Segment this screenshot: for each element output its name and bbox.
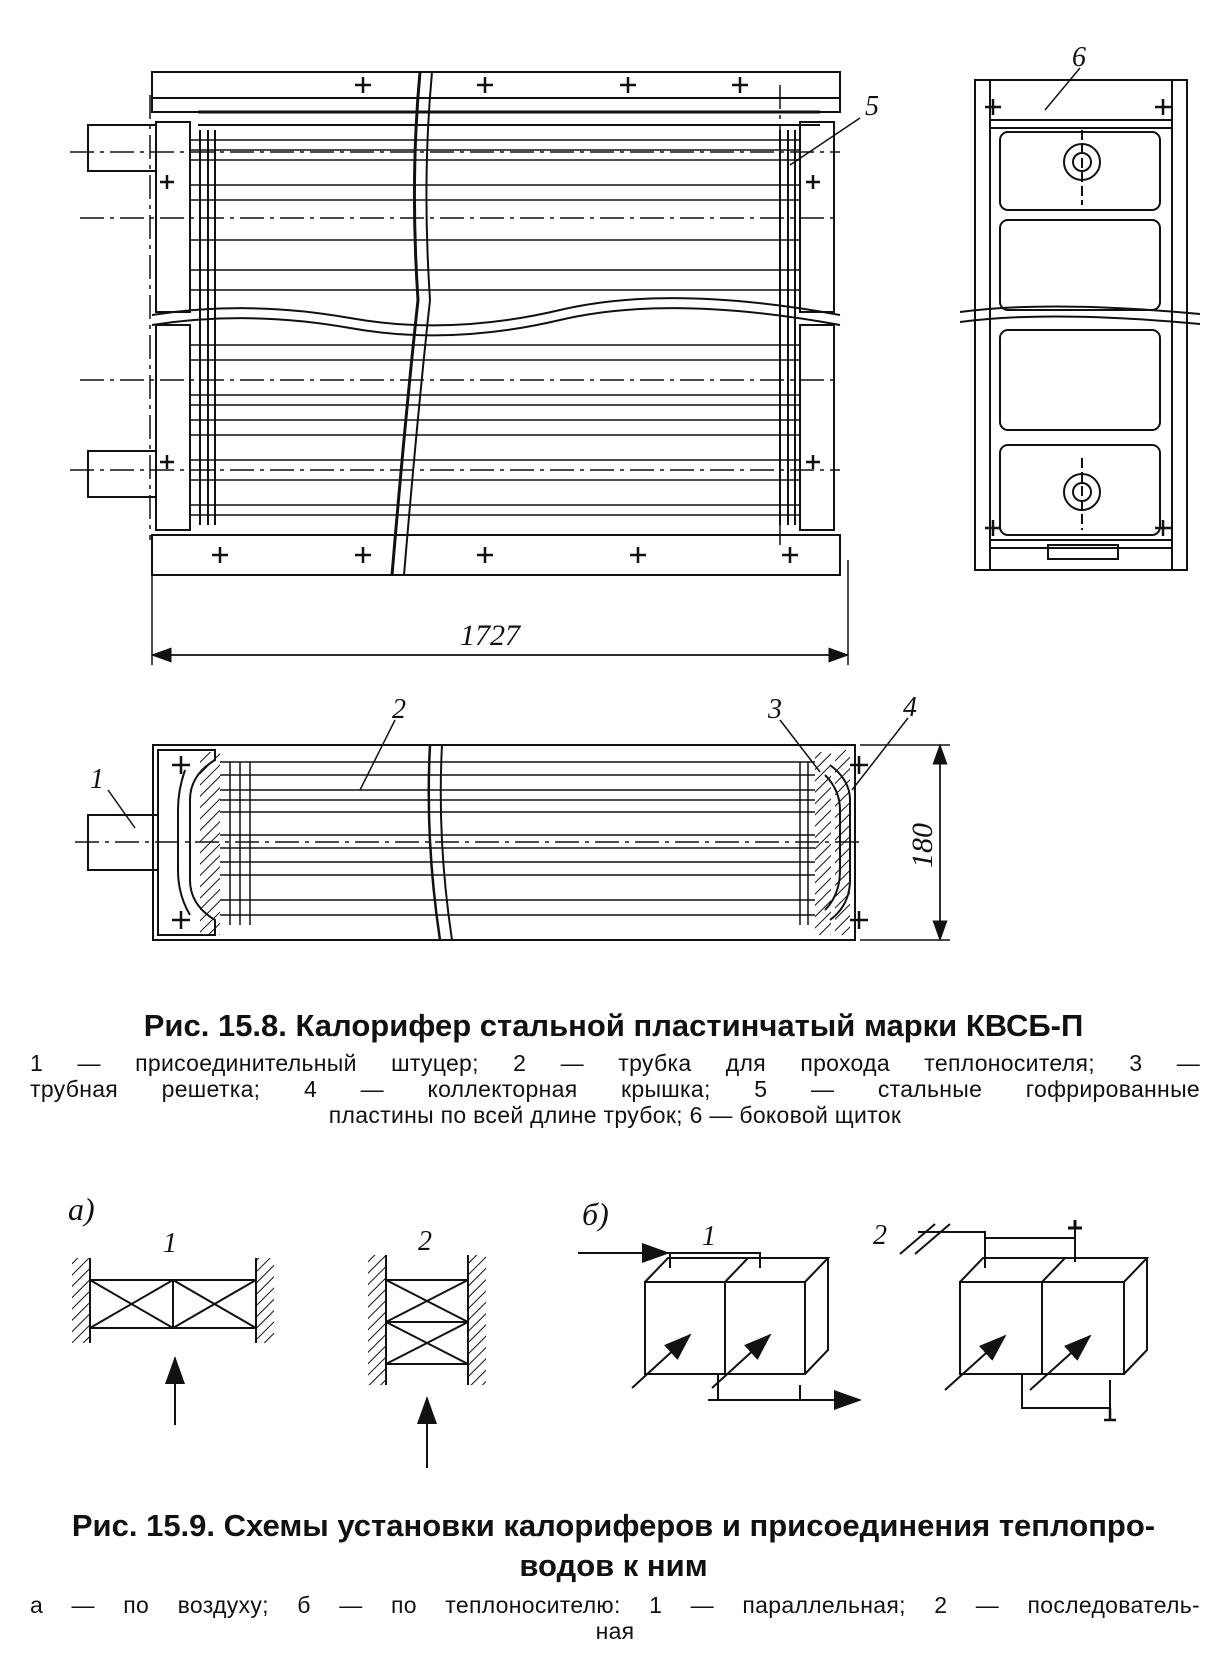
figure-15-9-caption-line1: а — по воздуху; б — по теплоносителю: 1 … [30,1592,1200,1618]
label-a2: 2 [418,1226,432,1257]
figure-15-9-caption-line2: ная [595,1618,635,1644]
label-b1: 1 [702,1221,716,1252]
scheme-b-heat-carrier [578,1220,1150,1422]
heater-side-view [959,67,1201,571]
label-6: 6 [1072,42,1086,73]
label-b2: 2 [873,1220,887,1251]
label-4: 4 [903,692,917,723]
figure-15-8-title: Рис. 15.8. Калорифер стальной пластинчат… [143,1008,1084,1043]
label-2: 2 [392,694,406,725]
label-b: б) [582,1196,609,1232]
label-a1: 1 [163,1228,177,1259]
figure-15-8-caption-line1: 1 — присоединительный штуцер; 2 — трубка… [30,1050,1200,1076]
label-3: 3 [767,694,782,725]
heater-front-view [70,71,861,665]
figure-15-8-caption-line3: пластины по всей длине трубок; 6 — боков… [328,1102,902,1128]
label-5: 5 [865,91,879,122]
label-1: 1 [90,764,104,795]
dim-height: 180 [906,823,939,868]
label-a: а) [68,1191,95,1227]
scheme-a-air [72,1255,486,1468]
figure-15-9-title-line2: водов к ним [519,1548,708,1583]
heater-section-view [75,717,950,942]
figure-15-8-caption-line2: трубная решетка; 4 — коллекторная крышка… [30,1076,1200,1102]
figure-15-9-title-line1: Рис. 15.9. Схемы установки калориферов и… [71,1508,1156,1543]
dim-length: 1727 [460,619,522,652]
